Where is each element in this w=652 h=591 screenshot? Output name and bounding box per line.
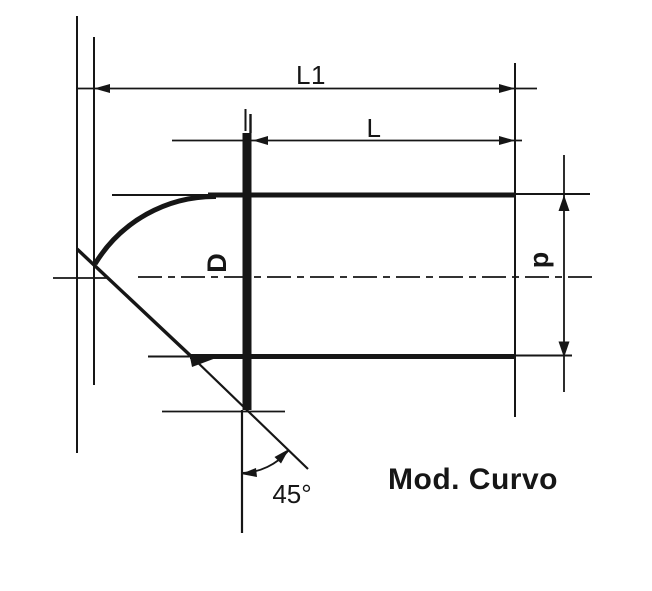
label-working-length: L bbox=[367, 113, 382, 143]
label-model-name: Mod. Curvo bbox=[388, 463, 558, 496]
l1-left-arrowhead bbox=[94, 84, 110, 93]
label-head-diameter: D bbox=[202, 253, 232, 273]
diameter-top-arrowhead bbox=[558, 195, 570, 211]
label-overall-length: L1 bbox=[296, 60, 326, 90]
label-point-angle: 45° bbox=[272, 479, 311, 509]
collar-plate bbox=[242, 133, 252, 410]
head-profile-arc bbox=[92, 193, 217, 266]
l1-right-arrowhead bbox=[499, 84, 515, 93]
l-right-arrowhead bbox=[499, 136, 515, 145]
cutting-face-line-upper bbox=[75, 247, 196, 361]
linework bbox=[53, 16, 597, 533]
filled-shapes bbox=[94, 84, 570, 477]
label-shank-diameter: d bbox=[528, 252, 558, 269]
labels: L1 L D d 45° Mod. Curvo bbox=[202, 60, 558, 509]
profile-bottom-fillet bbox=[190, 357, 216, 367]
angle-arc-left-arrowhead bbox=[241, 468, 257, 477]
angle-arc-right-arrowhead bbox=[274, 449, 289, 464]
cutting-face-line-lower bbox=[192, 357, 309, 470]
l-left-arrowhead bbox=[252, 136, 268, 145]
diameter-bottom-arrowhead bbox=[558, 341, 570, 358]
